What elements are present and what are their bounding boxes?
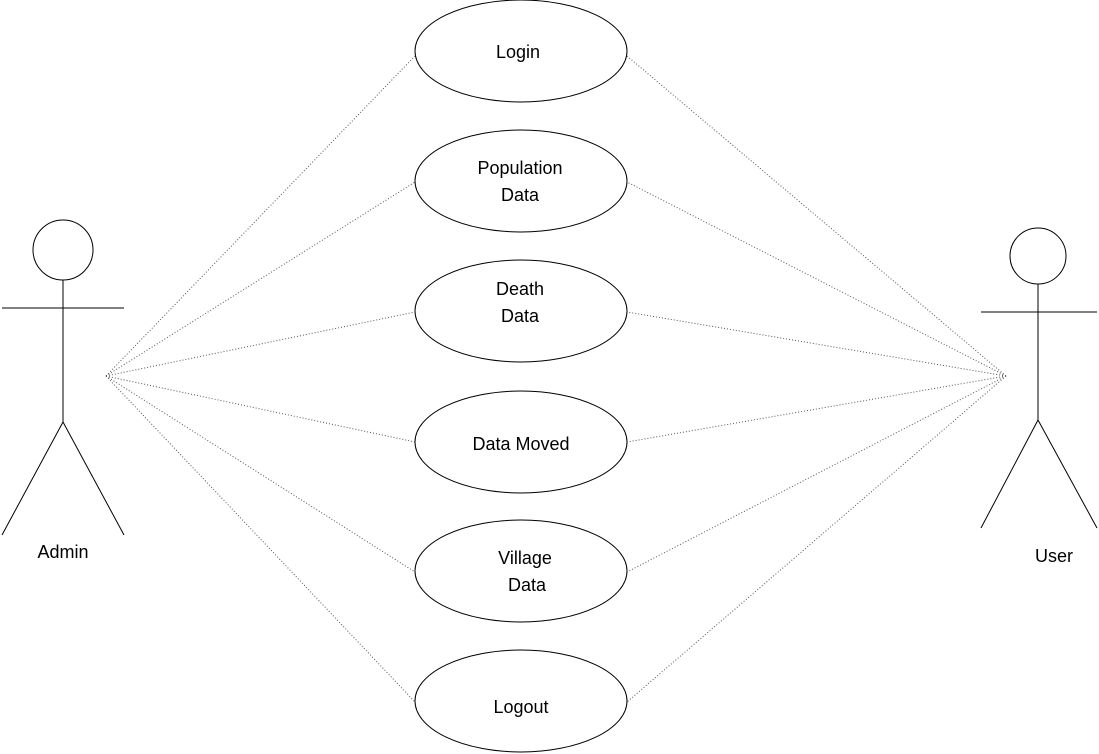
actor-head (1009, 227, 1067, 285)
connector-user-village-data (626, 375, 1007, 573)
connector-admin-logout (105, 375, 416, 703)
use-case-death-data: Death Data (414, 259, 628, 363)
use-case-label-line-1: Population (477, 158, 562, 178)
use-case-label-line-2: Data (501, 306, 540, 326)
actor-user: User (980, 227, 1098, 566)
use-case-label: Login (496, 42, 540, 62)
use-case-data-moved: Data Moved (414, 390, 628, 494)
use-case-label-line-1: Death (496, 279, 544, 299)
actor-label: Admin (37, 542, 88, 562)
use-case-ellipse (414, 129, 628, 233)
use-case-label-line-2: Data (508, 575, 547, 595)
use-case-label: Data Moved (472, 434, 569, 454)
connector-admin-population-data (105, 181, 416, 377)
use-case-ellipse (414, 649, 628, 753)
actor-admin: Admin (1, 219, 125, 562)
use-case-ellipse (414, 390, 628, 494)
actor-head (32, 219, 94, 281)
use-case-population-data: Population Data (414, 129, 628, 233)
connector-user-data-moved (626, 375, 1007, 443)
use-case-ellipse (414, 0, 628, 103)
use-case-village-data: Village Data (414, 519, 628, 623)
connector-admin-death-data (105, 311, 416, 377)
connector-admin-data-moved (105, 375, 416, 443)
use-case-ellipse (414, 259, 628, 363)
actor-right-leg (62, 421, 125, 536)
connector-user-login (626, 55, 1007, 377)
actor-left-leg (1, 421, 64, 536)
connector-admin-village-data (105, 375, 416, 573)
actor-left-leg (980, 419, 1039, 529)
connector-user-population-data (626, 181, 1007, 377)
actor-right-leg (1037, 419, 1098, 529)
use-case-label-line-2: Data (501, 185, 540, 205)
use-case-label-line-1: Village (498, 548, 552, 568)
connector-admin-login (105, 55, 416, 377)
connectors (105, 55, 1007, 703)
use-case-ellipse (414, 519, 628, 623)
connector-user-death-data (626, 311, 1007, 377)
actor-label: User (1035, 546, 1073, 566)
use-case-logout: Logout (414, 649, 628, 753)
use-case-label: Logout (493, 697, 548, 717)
connector-user-logout (626, 375, 1007, 703)
use-case-login: Login (414, 0, 628, 103)
